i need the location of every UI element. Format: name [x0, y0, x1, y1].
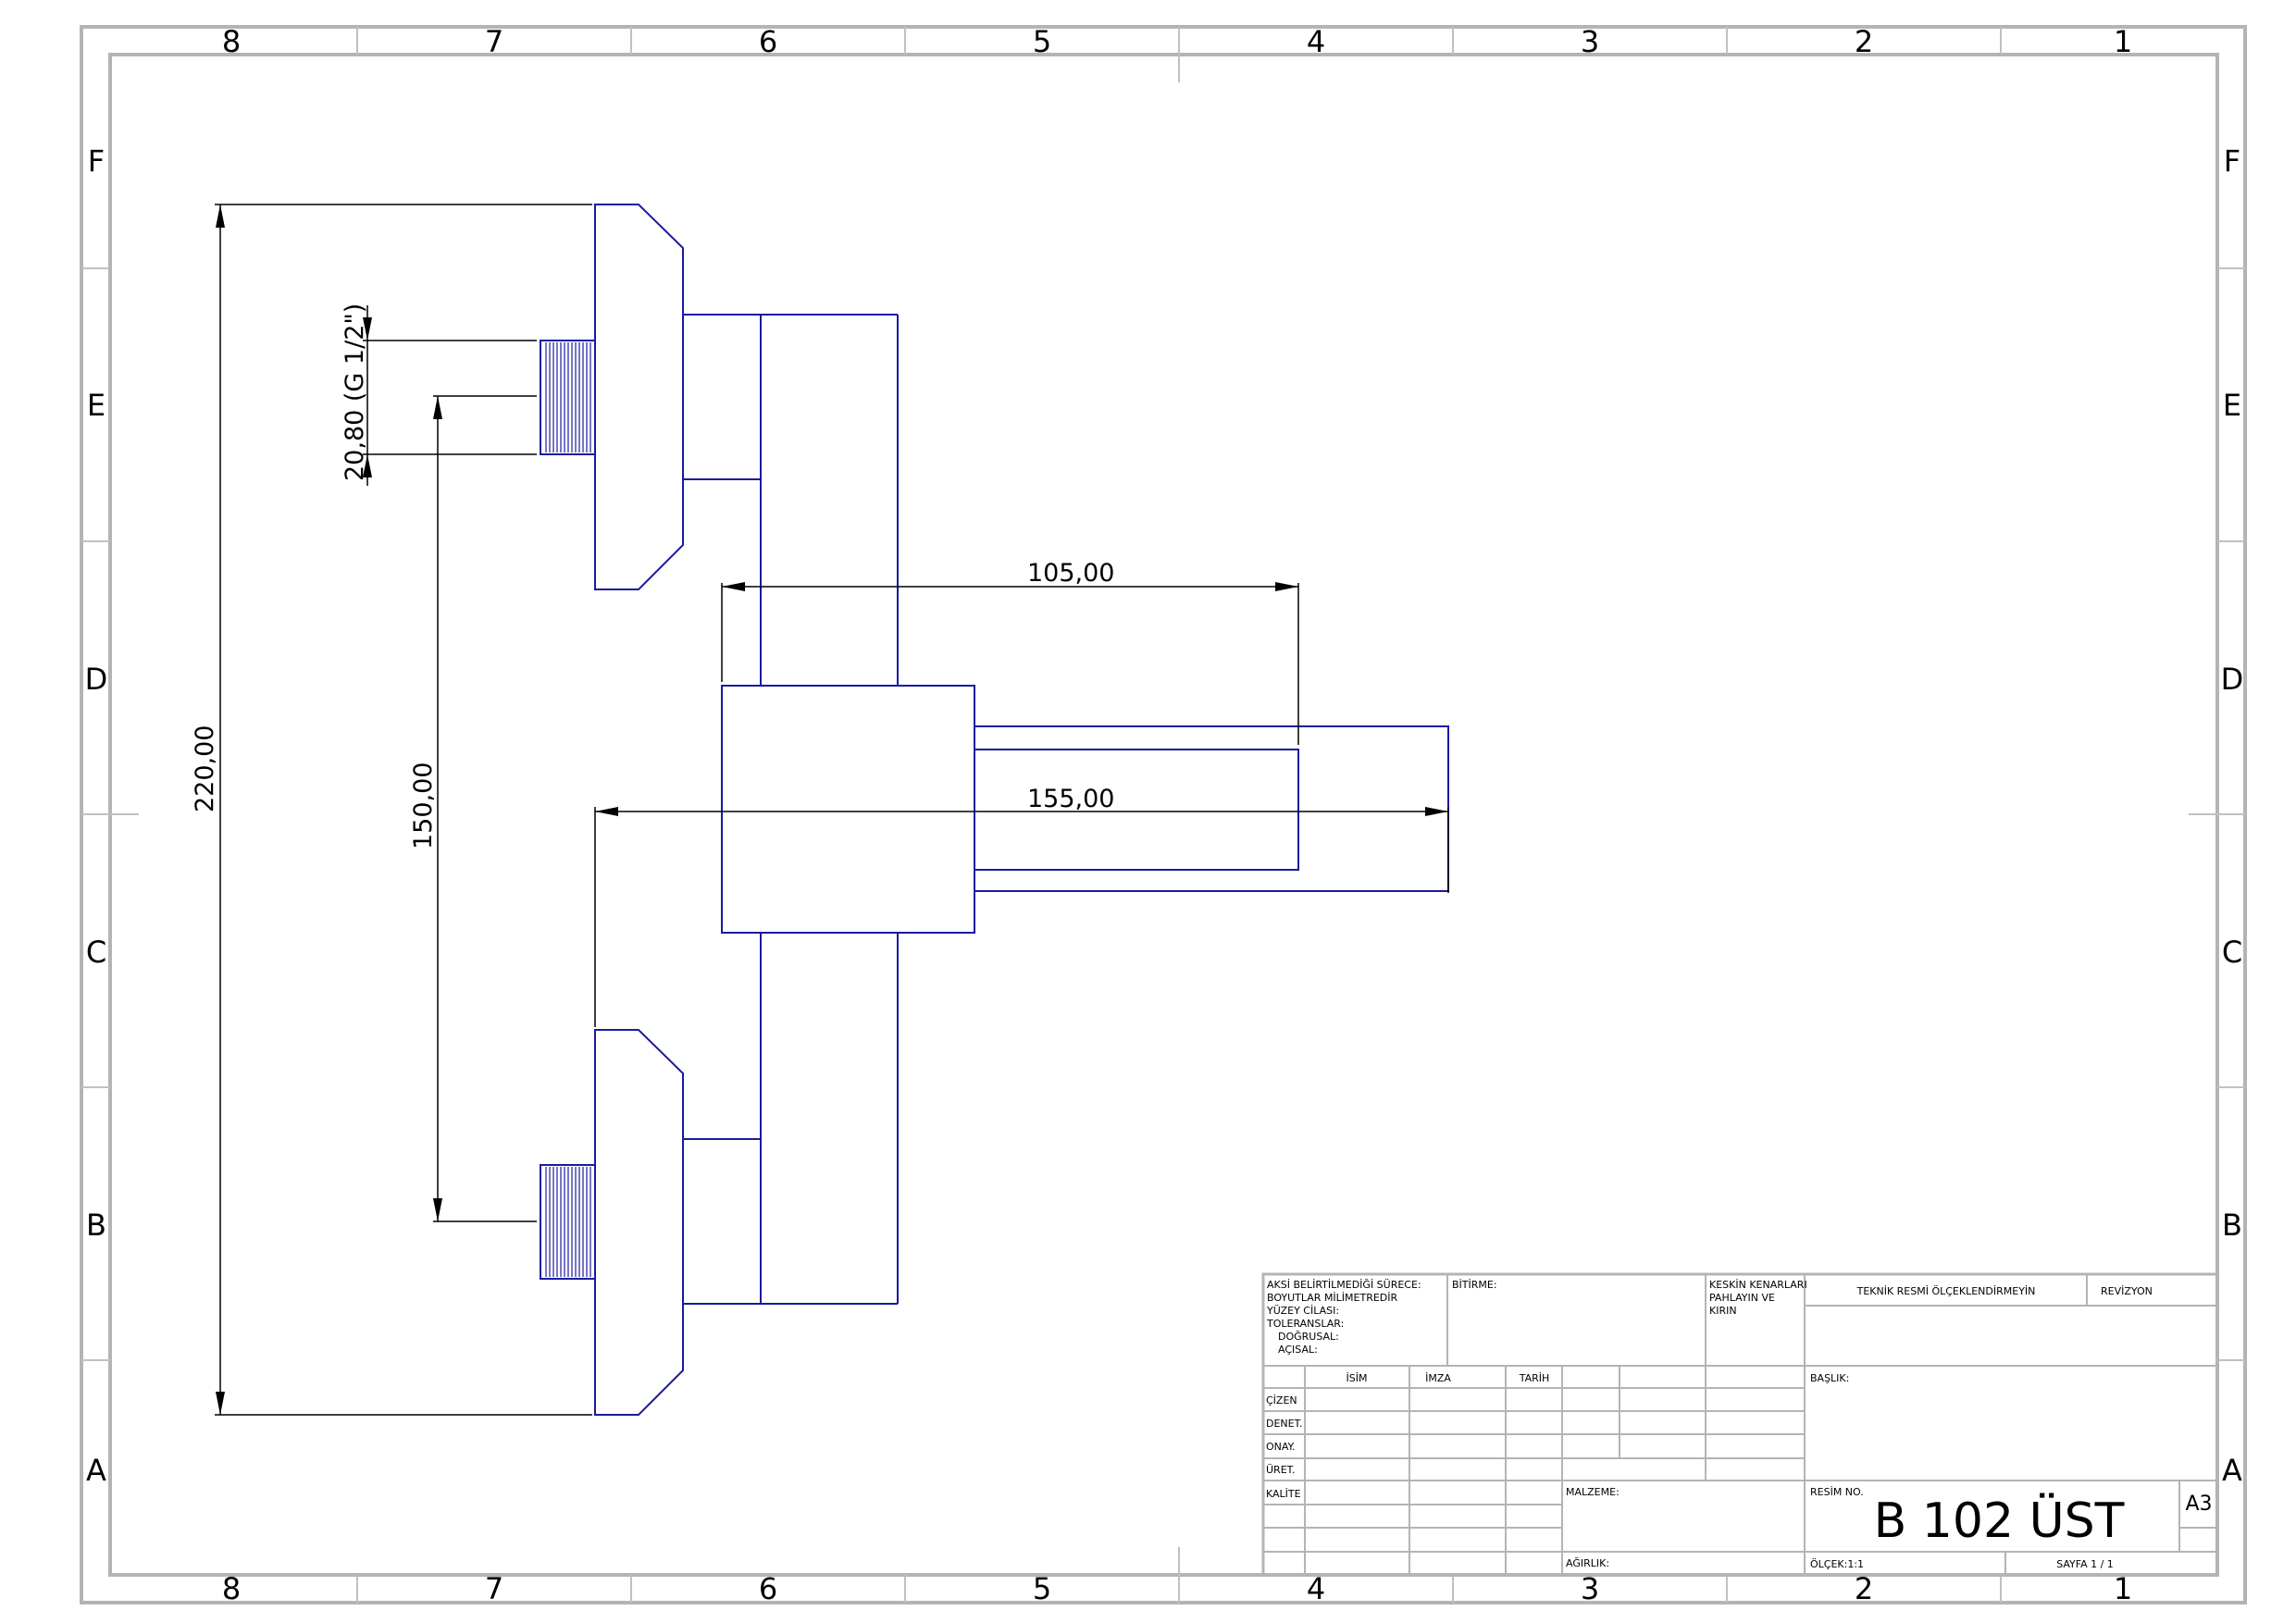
zone-row-label: B	[86, 1208, 106, 1243]
zone-col-label: 8	[222, 24, 241, 59]
title-block-notes: AKSİ BELİRTİLMEDİĞİ SÜRECE: BOYUTLAR MİL…	[1266, 1279, 2213, 1570]
row-label: ÜRET.	[1266, 1464, 1296, 1476]
note-line: YÜZEY CİLASI:	[1266, 1305, 1339, 1317]
zone-row-label: F	[2224, 143, 2240, 179]
zone-col-label: 8	[222, 1571, 241, 1606]
dimension-thread: 20,80 (G 1/2")	[341, 304, 537, 486]
zone-row-label: D	[2221, 662, 2244, 697]
dimension-label: 220,00	[191, 725, 219, 812]
col-header: İSİM	[1347, 1372, 1368, 1384]
row-label: DENET.	[1266, 1418, 1303, 1430]
zone-row-label: F	[88, 143, 105, 179]
drawing-number: B 102 ÜST	[1874, 1493, 2125, 1549]
zone-col-label: 4	[1307, 1571, 1325, 1606]
dimension-label: 20,80 (G 1/2")	[341, 304, 369, 481]
zone-row-label: C	[2222, 935, 2242, 970]
sheet-size: A3	[2185, 1493, 2212, 1516]
zone-col-label: 2	[1855, 1571, 1873, 1606]
zone-row-label: E	[2223, 388, 2241, 423]
scale-label: ÖLÇEK:1:1	[1810, 1558, 1864, 1570]
lower-thread-hatch	[545, 1167, 591, 1277]
zone-columns-bottom: 8 7 6 5 4 3 2 1	[222, 1571, 2132, 1606]
zone-col-label: 5	[1033, 1571, 1051, 1606]
zone-row-label: C	[86, 935, 106, 970]
note-line: AÇISAL:	[1278, 1344, 1318, 1356]
note-line: BOYUTLAR MİLİMETREDİR	[1267, 1292, 1398, 1304]
col-header: TARİH	[1519, 1372, 1550, 1384]
zone-col-label: 4	[1307, 24, 1325, 59]
col-header: İMZA	[1425, 1372, 1451, 1384]
part-geometry	[540, 204, 1449, 1416]
revision-label: REVİZYON	[2101, 1285, 2153, 1297]
outlet-inner	[974, 749, 1299, 871]
zone-columns-top: 8 7 6 5 4 3 2 1	[222, 24, 2132, 59]
zone-row-label: E	[87, 388, 105, 423]
zone-col-label: 3	[1581, 24, 1599, 59]
dimension-outlet-length: 105,00	[721, 559, 1299, 745]
drawing-no-label: RESİM NO.	[1810, 1486, 1864, 1498]
zone-col-label: 2	[1855, 24, 1873, 59]
zone-col-label: 6	[759, 24, 777, 59]
note-line: TOLERANSLAR:	[1266, 1318, 1344, 1330]
row-label: KALİTE	[1266, 1488, 1301, 1500]
zone-ticks	[81, 27, 2245, 1603]
dimension-label: 105,00	[1027, 559, 1114, 588]
upper-connector	[682, 314, 762, 480]
material-label: MALZEME:	[1566, 1486, 1620, 1498]
zone-row-label: D	[85, 662, 108, 697]
no-scale-note: TEKNİK RESMİ ÖLÇEKLENDİRMEYİN	[1856, 1285, 2036, 1297]
edges-note-line: KESKİN KENARLARI	[1709, 1279, 1807, 1291]
zone-row-label: A	[86, 1453, 106, 1488]
zone-col-label: 1	[2114, 1571, 2132, 1606]
zone-row-label: B	[2222, 1208, 2242, 1243]
edges-note-line: PAHLAYIN VE	[1709, 1292, 1775, 1304]
dimension-label: 155,00	[1027, 785, 1114, 813]
row-label: ONAY.	[1266, 1441, 1296, 1453]
finish-label: BİTİRME:	[1452, 1279, 1497, 1291]
note-line: AKSİ BELİRTİLMEDİĞİ SÜRECE:	[1267, 1279, 1421, 1291]
zone-col-label: 7	[485, 1571, 503, 1606]
weight-label: AĞIRLIK:	[1566, 1557, 1609, 1569]
edges-note-line: KIRIN	[1709, 1305, 1737, 1317]
title-block	[1261, 1272, 2219, 1577]
dimension-outlet-total: 155,00	[594, 785, 1449, 1027]
zone-col-label: 6	[759, 1571, 777, 1606]
zone-col-label: 7	[485, 24, 503, 59]
lower-body	[594, 1029, 684, 1416]
zone-col-label: 5	[1033, 24, 1051, 59]
zone-rows-right: F E D C B A	[2221, 143, 2244, 1488]
title-label: BAŞLIK:	[1810, 1372, 1849, 1384]
upper-thread-hatch	[545, 342, 591, 452]
zone-row-label: A	[2222, 1453, 2242, 1488]
upper-body	[594, 204, 684, 590]
center-block	[721, 685, 975, 934]
dimension-label: 150,00	[409, 762, 438, 849]
dimension-port-spacing: 150,00	[409, 395, 537, 1222]
upper-thread	[540, 340, 596, 455]
row-label: ÇİZEN	[1266, 1394, 1297, 1406]
lower-connector	[682, 1138, 762, 1305]
lower-thread	[540, 1164, 596, 1280]
zone-col-label: 3	[1581, 1571, 1599, 1606]
note-line: DOĞRUSAL:	[1278, 1331, 1339, 1343]
zone-rows-left: F E D C B A	[85, 143, 108, 1488]
zone-col-label: 1	[2114, 24, 2132, 59]
dimension-overall-height: 220,00	[191, 204, 592, 1416]
sheet-label: SAYFA 1 / 1	[2056, 1558, 2114, 1570]
